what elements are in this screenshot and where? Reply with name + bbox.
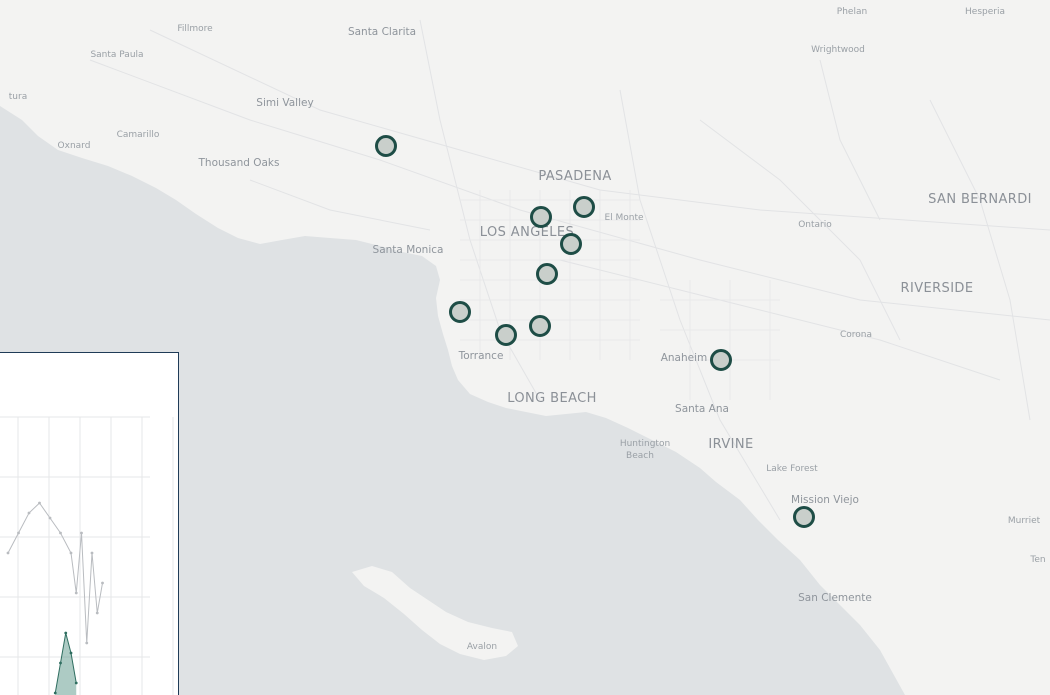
place-label-avalon: Avalon — [467, 642, 497, 652]
location-markers[interactable] — [375, 135, 815, 528]
location-marker[interactable] — [530, 206, 552, 228]
place-label-huntington-beach-2: Beach — [626, 451, 654, 461]
inset-grey-line-point — [59, 531, 62, 535]
inset-grey-line-point — [90, 551, 94, 555]
place-label-ventura: tura — [9, 92, 27, 102]
location-marker[interactable] — [495, 324, 517, 346]
inset-grey-line-point — [80, 531, 83, 535]
inset-grey-line-point — [38, 501, 41, 505]
place-label-wrightwood: Wrightwood — [811, 45, 865, 55]
place-label-mission-viejo: Mission Viejo — [791, 494, 859, 506]
place-label-hesperia: Hesperia — [965, 7, 1005, 17]
inset-green-line-point — [69, 651, 73, 655]
place-label-temecula: Ten — [1029, 555, 1045, 565]
inset-green-line-point — [53, 691, 57, 695]
place-label-oxnard: Oxnard — [58, 141, 91, 151]
place-label-corona: Corona — [840, 330, 872, 340]
place-label-santa-monica: Santa Monica — [373, 244, 444, 256]
location-marker[interactable] — [710, 349, 732, 371]
place-label-santa-paula: Santa Paula — [90, 50, 143, 60]
place-label-pasadena: PASADENA — [538, 169, 611, 184]
place-label-camarillo: Camarillo — [117, 130, 160, 140]
place-label-los-angeles: LOS ANGELES — [480, 225, 574, 240]
inset-chart — [0, 416, 174, 695]
place-label-murrieta: Murriet — [1008, 516, 1041, 526]
inset-grey-line-point — [85, 641, 89, 645]
inset-series — [6, 501, 104, 695]
place-label-san-bernardino: SAN BERNARDI — [928, 192, 1032, 207]
inset-grey-line-point — [6, 551, 10, 555]
inset-grey-line-point — [27, 511, 31, 515]
location-marker[interactable] — [536, 263, 558, 285]
inset-green-line-point — [64, 631, 68, 635]
place-label-ontario: Ontario — [798, 220, 832, 230]
inset-grey-line-point — [69, 551, 73, 555]
place-label-thousand-oaks: Thousand Oaks — [198, 157, 280, 169]
inset-green-area — [55, 633, 77, 695]
location-marker[interactable] — [573, 196, 595, 218]
place-label-lake-forest: Lake Forest — [766, 464, 818, 474]
inset-gridlines — [0, 416, 174, 695]
place-label-phelan: Phelan — [837, 7, 867, 17]
place-label-riverside: RIVERSIDE — [901, 281, 974, 296]
location-marker[interactable] — [529, 315, 551, 337]
location-marker[interactable] — [375, 135, 397, 157]
inset-grey-line — [7, 502, 103, 644]
inset-green-line-point — [74, 681, 78, 685]
inset-green-line-point — [59, 661, 62, 665]
place-label-el-monte: El Monte — [604, 213, 644, 223]
inset-grey-line-point — [101, 581, 104, 585]
place-label-santa-ana: Santa Ana — [675, 403, 729, 415]
place-label-santa-clarita: Santa Clarita — [348, 26, 416, 38]
place-label-simi-valley: Simi Valley — [256, 97, 313, 109]
place-label-san-clemente: San Clemente — [798, 592, 872, 604]
place-label-anaheim: Anaheim — [661, 352, 708, 364]
place-label-irvine: IRVINE — [708, 437, 753, 452]
inset-grey-line-point — [48, 516, 52, 520]
location-marker[interactable] — [793, 506, 815, 528]
inset-grey-line-point — [17, 531, 20, 535]
inset-grey-line-point — [95, 611, 99, 615]
place-label-huntington-beach-1: Huntington — [620, 439, 670, 449]
location-marker[interactable] — [449, 301, 471, 323]
catalina-island — [352, 566, 518, 660]
place-label-long-beach: LONG BEACH — [507, 391, 597, 406]
place-label-fillmore: Fillmore — [177, 24, 213, 34]
inset-grey-line-point — [74, 591, 78, 595]
place-label-torrance: Torrance — [458, 350, 504, 362]
inset-chart-panel — [0, 352, 179, 695]
roads — [89, 19, 1050, 521]
location-marker[interactable] — [560, 233, 582, 255]
